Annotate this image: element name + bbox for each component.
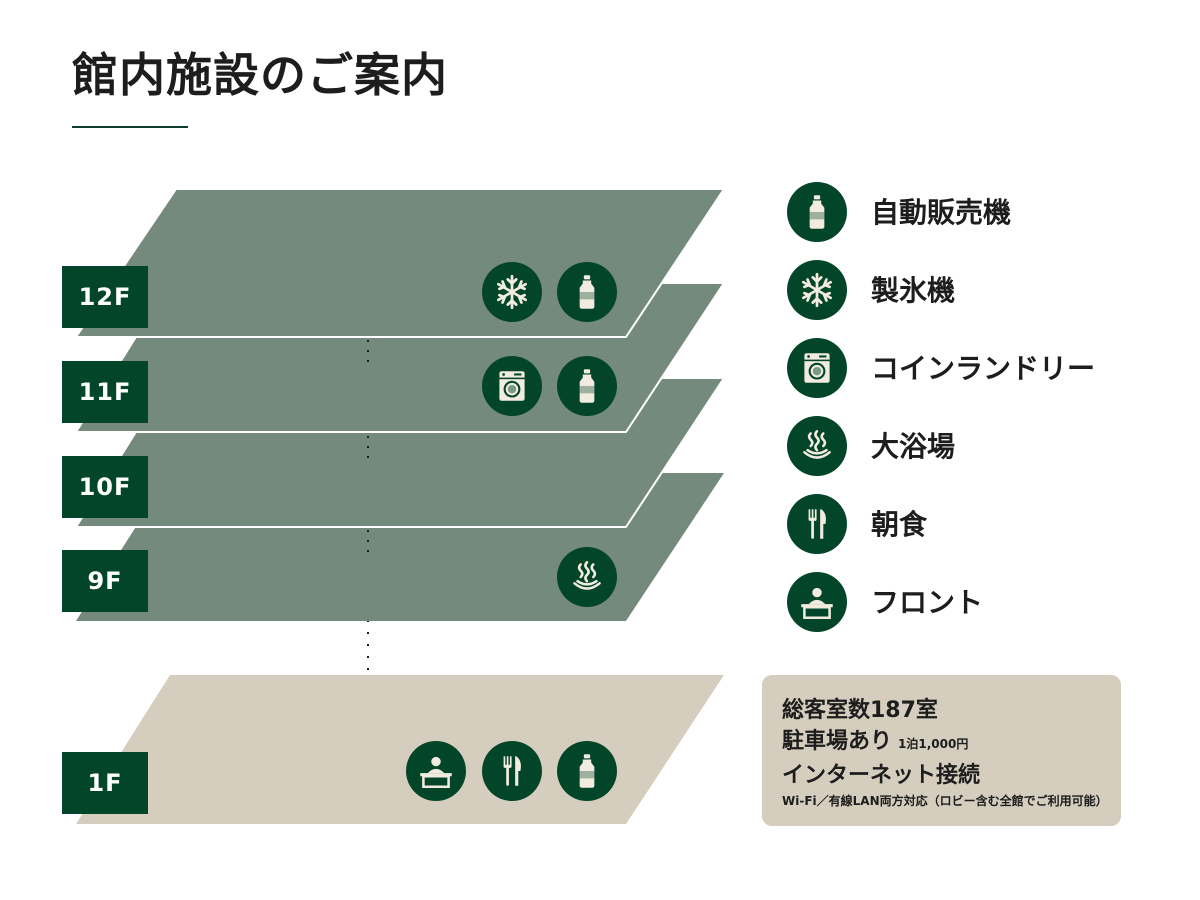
legend-label: 製氷機 (871, 274, 956, 307)
legend-item-ice-machine: 製氷機 (787, 260, 1147, 322)
snowflake-icon (482, 262, 542, 322)
bottle-icon (557, 741, 617, 801)
floor-label-10f: 10F (62, 456, 148, 518)
cutlery-icon (482, 741, 542, 801)
floor-label-12f: 12F (62, 266, 148, 328)
bottle-icon (787, 182, 847, 242)
legend-item-coin-laundry: コインランドリー (787, 338, 1147, 400)
legend-label: コインランドリー (871, 352, 1096, 385)
bottle-icon (557, 262, 617, 322)
parking-info: 駐車場あり 1泊1,000円 (782, 726, 1103, 760)
legend-label: 自動販売機 (871, 196, 1012, 229)
legend-label: 大浴場 (871, 430, 956, 463)
legend-label: 朝食 (871, 508, 928, 541)
cutlery-icon (787, 494, 847, 554)
floor-label-11f: 11F (62, 361, 148, 423)
legend-item-public-bath: 大浴場 (787, 416, 1147, 478)
internet-note: Wi-Fi／有線LAN両方対応（ロビー含む全館でご利用可能） (782, 794, 1108, 808)
floor-label-9f: 9F (62, 550, 148, 612)
floor-slab-12f (75, 188, 725, 338)
room-count: 総客室数187室 (782, 698, 938, 723)
legend-label: フロント (871, 586, 984, 619)
page-title: 館内施設のご案内 (72, 48, 448, 102)
parking-label: 駐車場あり (782, 729, 893, 754)
reception-icon (787, 572, 847, 632)
legend-item-front-desk: フロント (787, 572, 1147, 634)
washing-machine-icon (787, 338, 847, 398)
snowflake-icon (787, 260, 847, 320)
bottle-icon (557, 356, 617, 416)
title-underline (72, 126, 188, 128)
floor-slab-1f (76, 675, 724, 824)
legend-item-breakfast: 朝食 (787, 494, 1147, 556)
washing-machine-icon (482, 356, 542, 416)
hotel-info-box: 総客室数187室 駐車場あり 1泊1,000円 インターネット接続 Wi-Fi／有… (762, 675, 1121, 826)
hot-spring-icon (787, 416, 847, 476)
legend-item-vending-machine: 自動販売機 (787, 182, 1147, 244)
reception-icon (406, 741, 466, 801)
parking-fee: 1泊1,000円 (898, 737, 969, 751)
internet-label: インターネット接続 (782, 763, 981, 788)
hot-spring-icon (557, 547, 617, 607)
floor-label-1f: 1F (62, 752, 148, 814)
